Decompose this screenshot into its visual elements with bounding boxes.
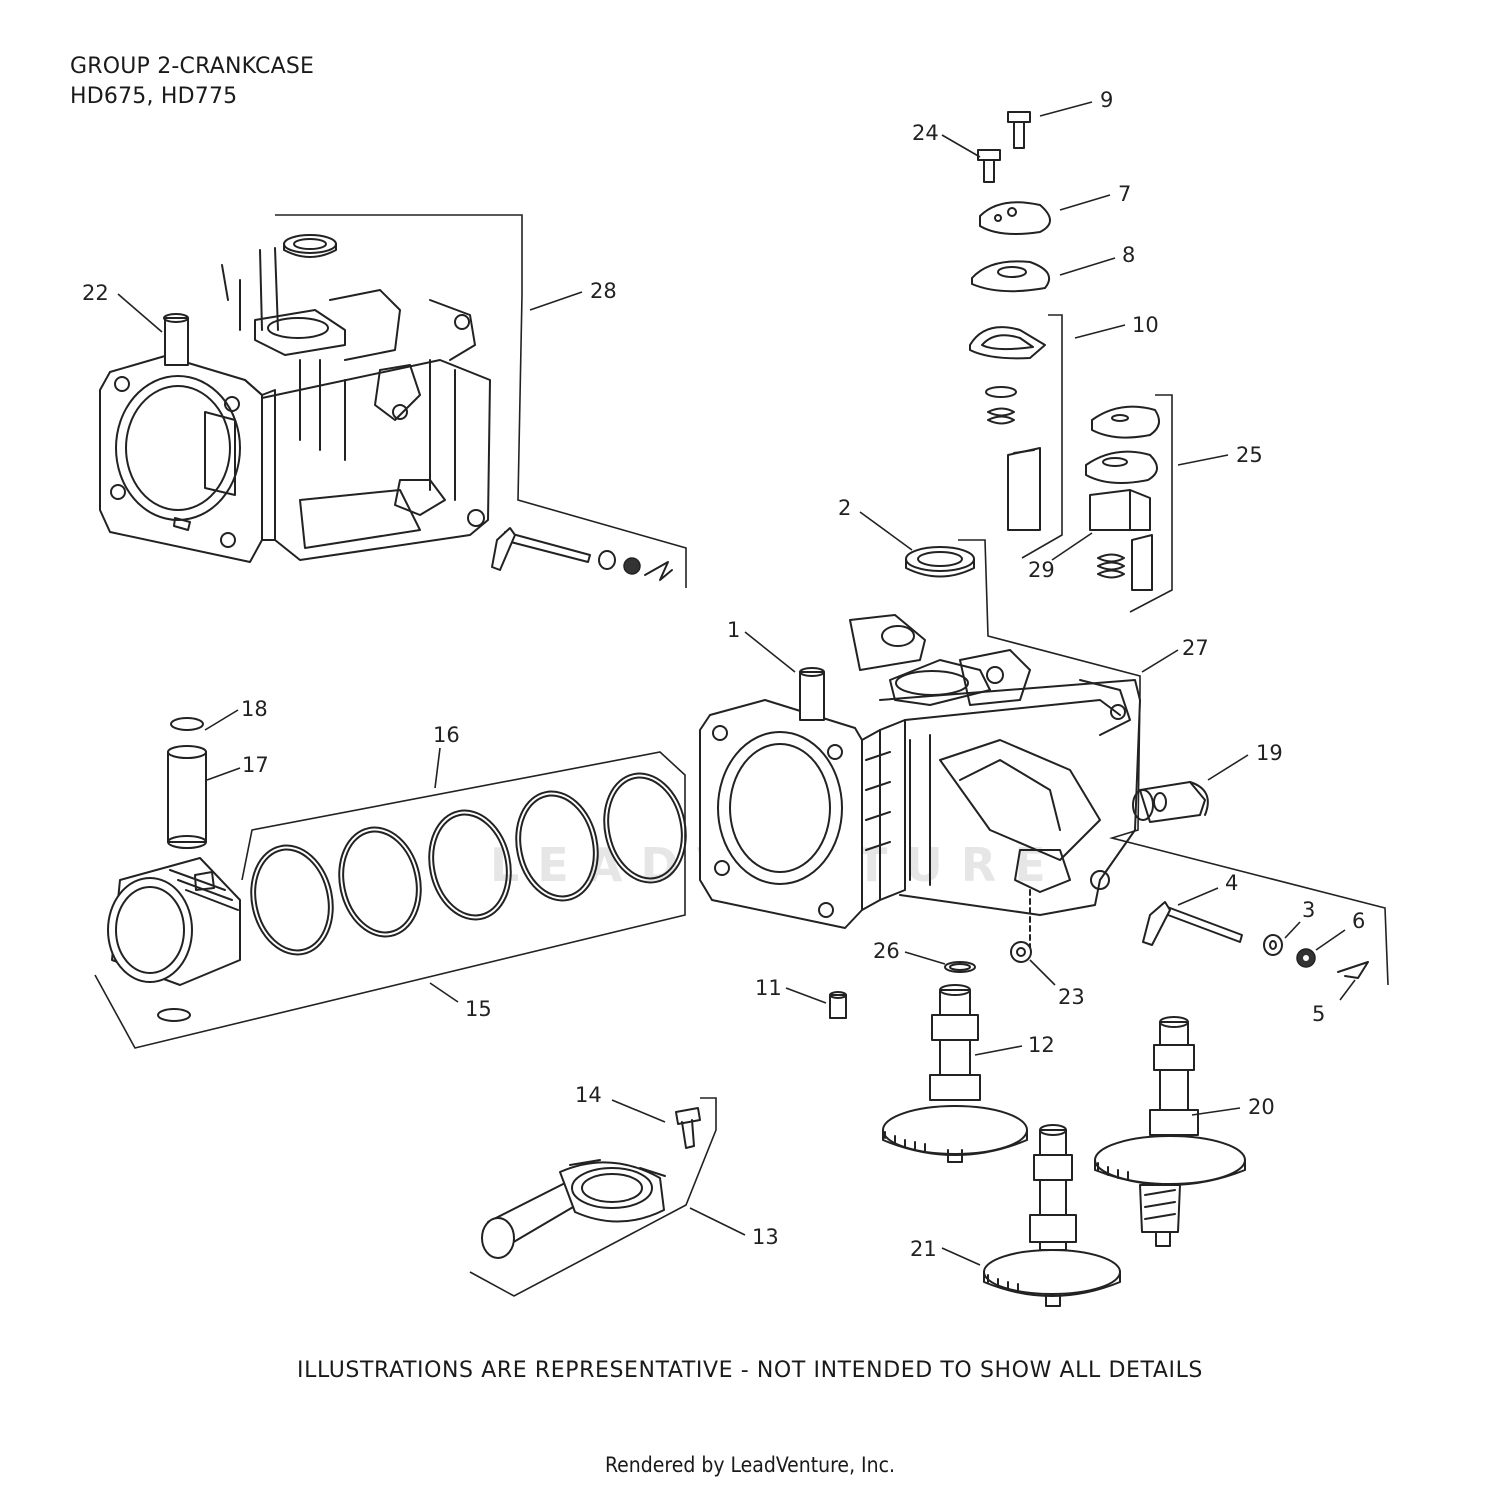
upper-governor-shaft-kit[interactable] <box>491 527 673 581</box>
diagram-subtitle-models: HD675, HD775 <box>70 84 238 109</box>
callout-6: 6 <box>1352 909 1365 933</box>
callout-13: 13 <box>752 1225 779 1249</box>
part-22-crankcase-assembly[interactable] <box>99 247 491 563</box>
callout-27: 27 <box>1182 636 1209 660</box>
callout-20: 20 <box>1248 1095 1275 1119</box>
callout-17: 17 <box>242 753 269 777</box>
part-1-crankcase[interactable] <box>699 614 1141 951</box>
callout-9: 9 <box>1100 88 1113 112</box>
callout-2: 2 <box>838 496 851 520</box>
piston[interactable] <box>107 857 241 1022</box>
part-11-dowel-pin[interactable] <box>829 991 847 1019</box>
bracket-28 <box>275 214 687 588</box>
callout-11: 11 <box>755 976 782 1000</box>
credit-text: Rendered by LeadVenture, Inc. <box>605 1453 895 1477</box>
part-7-plate[interactable] <box>979 201 1051 235</box>
leader-lines <box>117 101 1356 1266</box>
callout-15: 15 <box>465 997 492 1021</box>
callout-22: 22 <box>82 281 109 305</box>
part-20-camshaft-with-gear[interactable] <box>1094 1016 1246 1247</box>
part-17-piston-pin[interactable] <box>167 745 207 849</box>
part-19-breather-tube[interactable] <box>1132 781 1209 823</box>
callout-25: 25 <box>1236 443 1263 467</box>
part-2-oil-seal[interactable] <box>905 546 975 578</box>
callout-21: 21 <box>910 1237 937 1261</box>
part-13-connecting-rod[interactable] <box>481 1159 666 1259</box>
part-12-camshaft[interactable] <box>882 984 1028 1163</box>
part-3-washer[interactable] <box>1263 934 1283 956</box>
callout-18: 18 <box>241 697 268 721</box>
bracket-27 <box>958 539 1389 986</box>
callout-8: 8 <box>1122 243 1135 267</box>
callout-26: 26 <box>873 939 900 963</box>
callout-28: 28 <box>590 279 617 303</box>
part-6-seal[interactable] <box>1296 948 1316 968</box>
part-9-bolt[interactable] <box>1007 111 1031 149</box>
callout-14: 14 <box>575 1083 602 1107</box>
part-28-oil-seal-upper[interactable] <box>283 234 337 258</box>
part-4-governor-shaft[interactable] <box>1142 901 1243 946</box>
part-26-o-ring[interactable] <box>944 961 976 973</box>
callout-10: 10 <box>1132 313 1159 337</box>
part-24-bolt[interactable] <box>977 149 1001 183</box>
part-21-camshaft[interactable] <box>983 1124 1121 1307</box>
part-23-washer[interactable] <box>1010 941 1032 963</box>
callout-24: 24 <box>912 121 939 145</box>
diagram-title: GROUP 2-CRANKCASE <box>70 54 315 79</box>
part-18-circlip[interactable] <box>170 717 204 731</box>
callout-1: 1 <box>727 618 740 642</box>
part-5-clip[interactable] <box>1337 961 1369 979</box>
callout-19: 19 <box>1256 741 1283 765</box>
part-14-rod-bolt[interactable] <box>675 1107 701 1149</box>
bracket-15-16 <box>94 751 686 1049</box>
callout-12: 12 <box>1028 1033 1055 1057</box>
callout-labels: 1 2 3 4 5 6 7 8 9 10 11 12 13 14 15 16 1… <box>82 88 1365 1261</box>
callout-7: 7 <box>1118 182 1131 206</box>
callout-4: 4 <box>1225 871 1238 895</box>
callout-23: 23 <box>1058 985 1085 1009</box>
callout-5: 5 <box>1312 1002 1325 1026</box>
callout-3: 3 <box>1302 898 1315 922</box>
part-25-valve-kit[interactable] <box>1085 405 1160 591</box>
disclaimer-text: ILLUSTRATIONS ARE REPRESENTATIVE - NOT I… <box>297 1358 1203 1383</box>
callout-29: 29 <box>1028 558 1055 582</box>
part-10-valve-assembly[interactable] <box>969 326 1046 531</box>
callout-16: 16 <box>433 723 460 747</box>
bracket-10 <box>1021 314 1063 559</box>
part-15-piston-ring-set[interactable] <box>241 766 695 962</box>
bracket-25 <box>1129 394 1173 613</box>
bracket-13 <box>469 1097 717 1297</box>
part-8-gasket[interactable] <box>971 260 1050 293</box>
